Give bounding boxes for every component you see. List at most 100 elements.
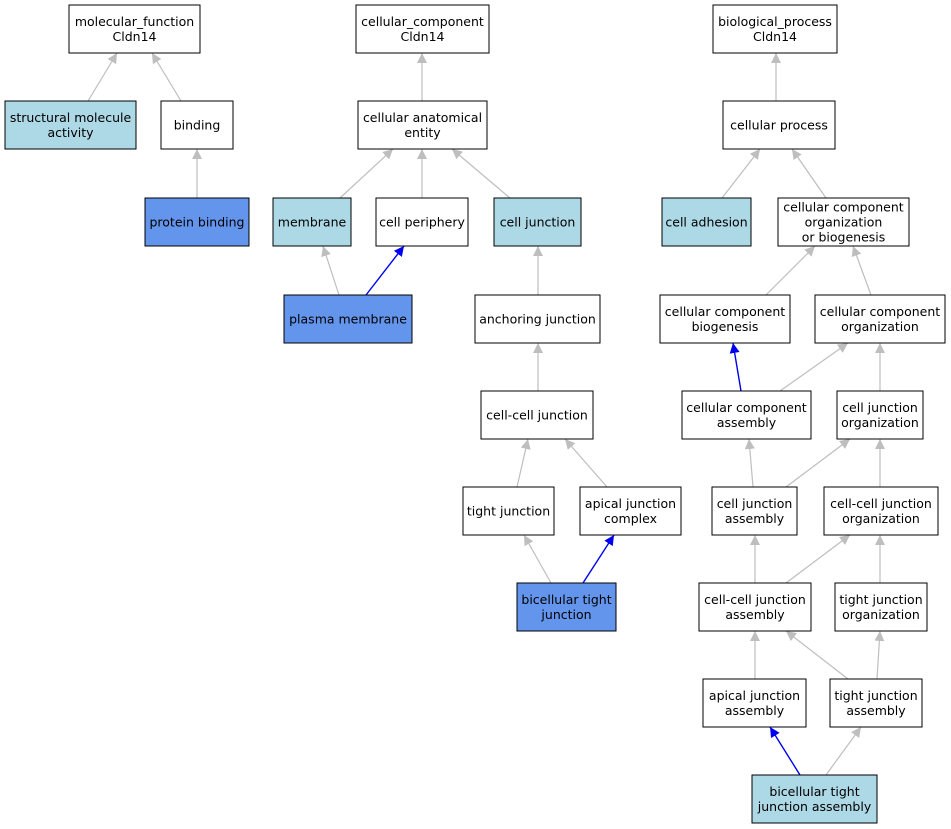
node-box [777, 197, 910, 247]
edge-tight-junction-assembly-to-cell-cell-junction-assembly [785, 630, 849, 680]
edge-bicellular-tight-junction-assembly-to-tight-junction-assembly [825, 726, 862, 776]
node-tight-junction[interactable]: tight junction [462, 486, 555, 536]
edge-cc-org-or-biogenesis-to-cellular-process [791, 148, 827, 199]
node-label: binding [174, 118, 221, 133]
node-box [814, 294, 946, 344]
node-label: assembly [717, 415, 777, 430]
node-label: assembly [725, 511, 785, 526]
node-label: Cldn14 [401, 29, 445, 44]
edge-cc-assembly-to-cc-biogenesis [729, 342, 742, 392]
edge-cell-adhesion-to-cellular-process [721, 148, 761, 199]
edge-plasma-membrane-to-cell-periphery [365, 245, 405, 296]
node-box [751, 774, 878, 824]
node-cell-junction[interactable]: cell junction [493, 197, 582, 247]
node-box [4, 100, 137, 150]
edge-plasma-membrane-to-membrane [321, 245, 340, 296]
node-label: apical junction [709, 688, 800, 703]
edge-membrane-to-cellular-anatomical-entity [339, 148, 394, 199]
edge-binding-to-mf-root [151, 52, 182, 102]
node-label: assembly [725, 607, 785, 622]
node-label: cell adhesion [665, 215, 747, 230]
node-label: biogenesis [692, 319, 759, 334]
node-label: cell-cell junction [704, 592, 806, 607]
node-box [493, 197, 582, 247]
node-label: organization [841, 415, 919, 430]
node-label: cell junction [842, 400, 918, 415]
node-label: organization [842, 511, 920, 526]
node-box [681, 390, 812, 440]
node-box [355, 4, 490, 54]
node-box [823, 486, 939, 536]
node-label: cellular process [730, 118, 828, 133]
node-cell-adhesion[interactable]: cell adhesion [661, 197, 752, 247]
node-label: cell-cell junction [486, 408, 588, 423]
node-box [702, 678, 807, 728]
node-box [829, 678, 923, 728]
node-binding[interactable]: binding [160, 100, 234, 150]
edge-cell-cell-junction-assembly-to-cell-cell-junction-organization [785, 534, 851, 584]
node-label: tight junction [834, 688, 917, 703]
node-box [144, 197, 250, 247]
node-label: cell junction [500, 215, 576, 230]
node-label: junction assembly [757, 799, 872, 814]
edge-cell-junction-to-cellular-anatomical-entity [451, 148, 511, 199]
node-label: organization [842, 607, 920, 622]
node-box [698, 582, 812, 632]
node-plasma-membrane[interactable]: plasma membrane [283, 294, 413, 344]
node-box [516, 582, 617, 632]
node-cell-periphery[interactable]: cell periphery [375, 197, 469, 247]
node-label: organization [841, 319, 919, 334]
node-box [661, 197, 752, 247]
edge-tight-junction-assembly-to-tight-junction-organization [874, 630, 885, 680]
node-box [712, 4, 838, 54]
node-label: bicellular tight [769, 784, 859, 799]
node-anchoring-junction[interactable]: anchoring junction [474, 294, 601, 344]
node-box [834, 582, 928, 632]
node-label: organization [805, 215, 883, 230]
node-label: cell junction [717, 496, 793, 511]
node-cellular-process[interactable]: cellular process [722, 100, 836, 150]
edge-bicellular-tight-junction-to-apical-junction-complex [582, 534, 615, 584]
node-box [272, 197, 352, 247]
node-cell-cell-junction[interactable]: cell-cell junction [480, 390, 594, 440]
node-membrane[interactable]: membrane [272, 197, 352, 247]
node-label: assembly [846, 703, 906, 718]
node-label: activity [47, 125, 94, 140]
node-label: entity [404, 125, 441, 140]
edges-layer [87, 52, 885, 776]
node-label: cellular component [665, 304, 785, 319]
node-box [474, 294, 601, 344]
node-label: cell periphery [379, 215, 465, 230]
node-label: tight junction [839, 592, 922, 607]
edge-apical-junction-complex-to-cell-cell-junction [564, 438, 608, 488]
edge-bicellular-tight-junction-to-tight-junction [523, 534, 552, 584]
node-box [659, 294, 791, 344]
node-protein-binding[interactable]: protein binding [144, 197, 250, 247]
node-box [480, 390, 594, 440]
node-box [836, 390, 924, 440]
node-label: cell-cell junction [830, 496, 932, 511]
node-label: Cldn14 [113, 29, 157, 44]
edge-structural-molecule-activity-to-mf-root [87, 52, 118, 102]
node-label: cellular anatomical [363, 110, 482, 125]
